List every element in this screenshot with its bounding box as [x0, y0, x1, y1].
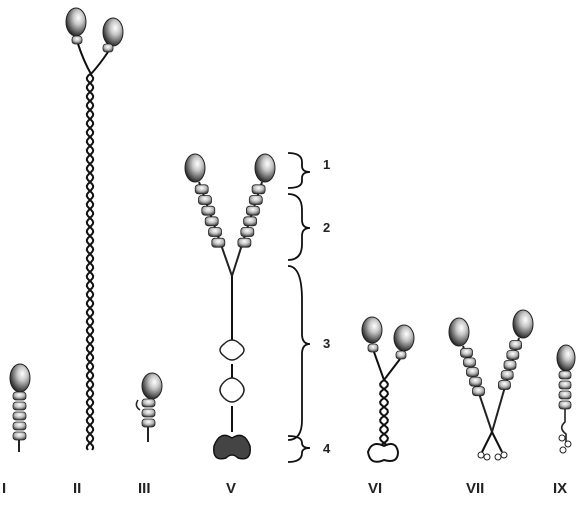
molecule-type-i: [10, 364, 30, 452]
brace-3: [288, 266, 310, 440]
molecule-type-vii: [449, 310, 533, 460]
brace-1: [288, 153, 310, 188]
label-type-vii: VII: [466, 481, 484, 496]
globular-bead: [195, 185, 208, 194]
globular-bead: [202, 206, 215, 215]
domain-label-2: 2: [323, 220, 330, 235]
globular-bead: [470, 377, 482, 386]
globular-bead: [504, 361, 516, 370]
domain-label-3: 3: [323, 336, 330, 351]
globular-bead: [501, 371, 513, 380]
label-type-vi: VI: [368, 481, 382, 496]
globular-bead: [510, 341, 522, 350]
globular-bead: [246, 206, 259, 215]
globular-bead: [205, 217, 218, 226]
label-type-v: V: [226, 481, 236, 496]
molecule-type-vi: [362, 317, 414, 462]
domain-braces: [288, 153, 310, 462]
globular-bead: [244, 217, 257, 226]
domain-label-4: 4: [323, 441, 330, 456]
label-type-iii: III: [138, 481, 151, 496]
globular-bead: [252, 185, 265, 194]
molecule-type-ix: [557, 345, 575, 453]
globular-bead: [209, 228, 222, 237]
domain-label-1: 1: [323, 157, 330, 172]
globular-bead: [238, 238, 251, 247]
globular-bead: [464, 358, 476, 367]
globular-bead: [507, 351, 519, 360]
globular-bead: [212, 238, 225, 247]
label-type-ix: IX: [553, 481, 567, 496]
label-type-i: I: [2, 481, 6, 496]
molecule-type-iii: [136, 373, 162, 442]
brace-2: [288, 194, 310, 260]
globular-bead: [498, 381, 510, 390]
globular-bead: [249, 196, 262, 205]
globular-bead: [473, 387, 485, 396]
globular-bead: [467, 368, 479, 377]
molecule-type-v: [185, 154, 275, 459]
label-type-ii: II: [73, 481, 81, 496]
molecule-type-ii: [66, 8, 123, 450]
globular-bead: [199, 196, 212, 205]
globular-bead: [241, 228, 254, 237]
globular-bead: [461, 348, 473, 357]
